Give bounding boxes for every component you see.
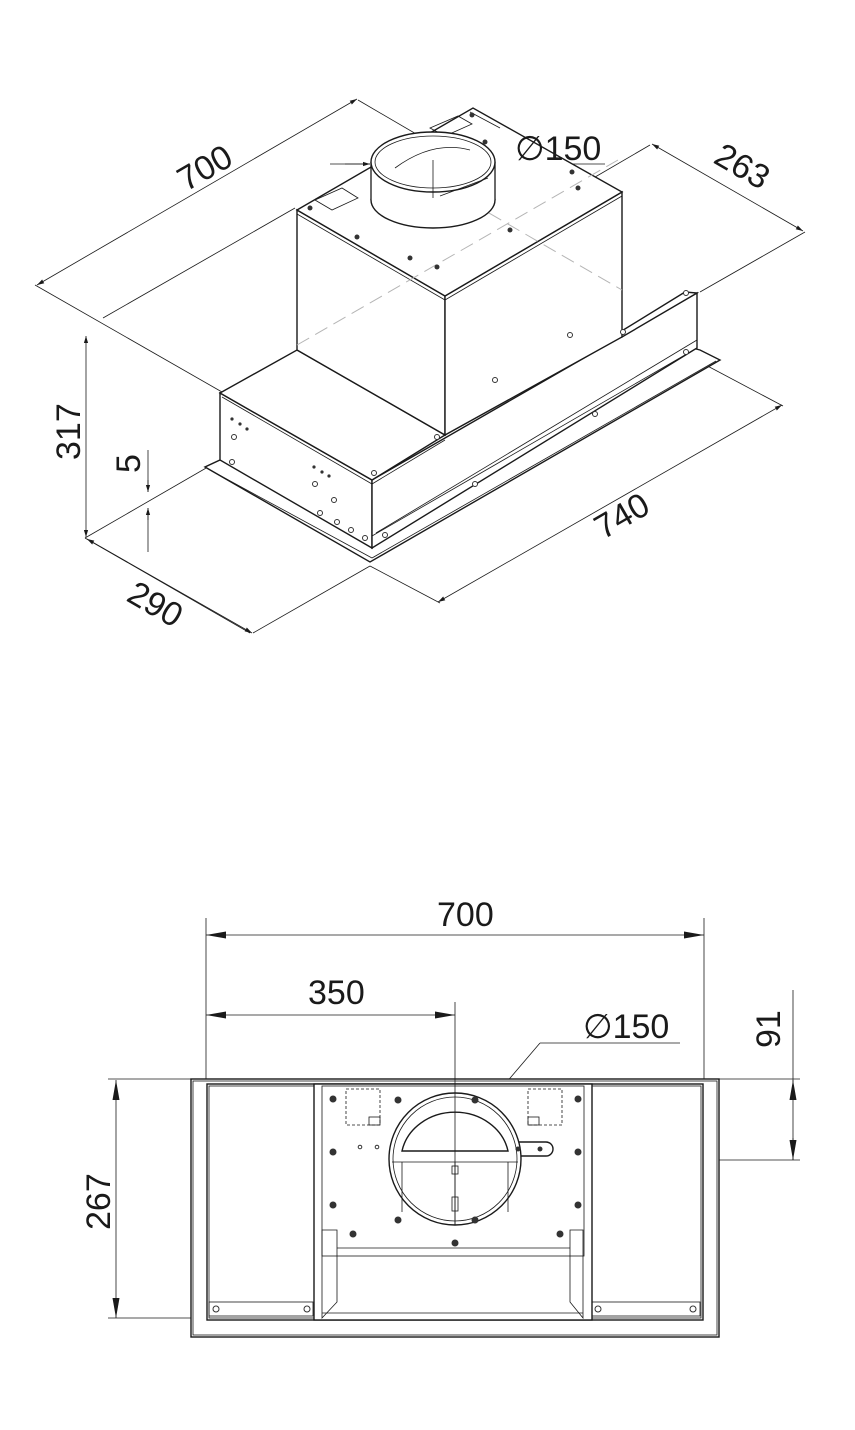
- dim-iso-flange-thickness: 5: [110, 454, 148, 473]
- front-view: 700 350 ∅150 91 267: [80, 896, 800, 1338]
- dim-iso-width-bottom: 740: [588, 486, 656, 547]
- dim-front-duct-height: 91: [750, 1010, 788, 1048]
- dim-iso-depth-bottom: 290: [121, 574, 189, 635]
- duct-collar-iso: [370, 131, 496, 229]
- dim-front-height: 267: [80, 1173, 118, 1230]
- dim-iso-depth-top: 263: [708, 136, 776, 197]
- dim-iso-width-top: 700: [171, 138, 239, 199]
- front-dimension-lines: [112, 931, 797, 1318]
- dim-iso-height: 317: [50, 403, 88, 460]
- isometric-view: 700 ∅150 263 317 5 290 740: [34, 98, 806, 635]
- dimension-lines: [36, 98, 804, 634]
- dim-front-duct-diameter: ∅150: [583, 1008, 669, 1046]
- dim-front-width: 700: [437, 896, 494, 934]
- duct-collar-front: [388, 1079, 522, 1226]
- front-dimension-labels: 700 350 ∅150 91 267: [80, 896, 788, 1230]
- dim-front-duct-offset: 350: [308, 974, 365, 1012]
- screws-iso: [229, 112, 689, 541]
- screws-front: [212, 1095, 697, 1313]
- dim-iso-duct-diameter: ∅150: [515, 130, 601, 168]
